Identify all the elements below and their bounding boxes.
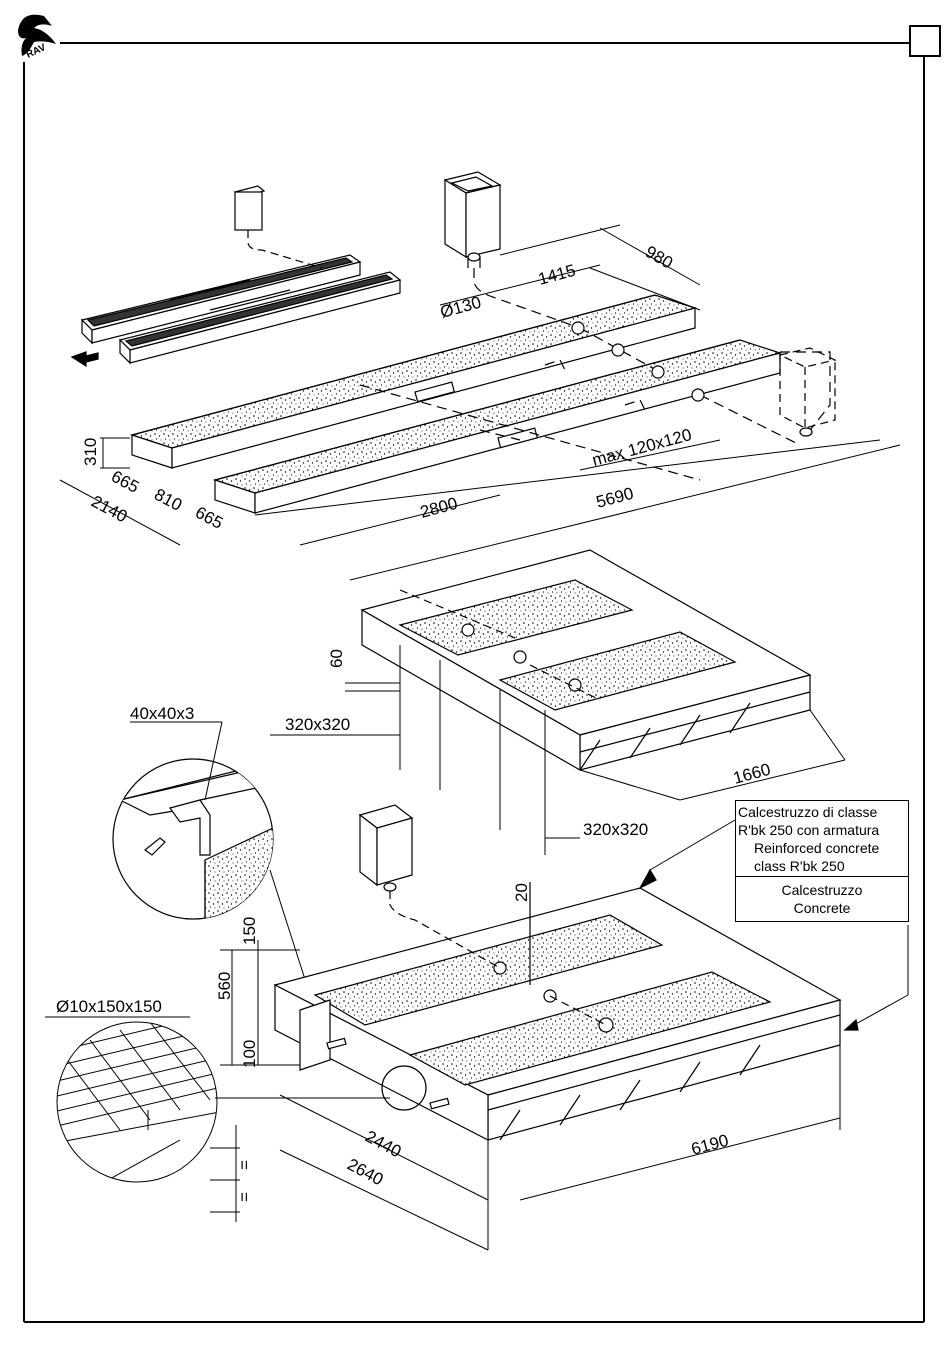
control-cabinet — [445, 172, 500, 268]
dim-665-left: 665 — [108, 467, 142, 497]
rav-logo: RAV — [18, 15, 56, 61]
legend-line-6: Concrete — [736, 899, 908, 917]
dim-150: 150 — [240, 917, 259, 945]
dim-diameter-130: Ø130 — [438, 293, 483, 322]
top-exploded-view — [60, 172, 900, 580]
runway-plates — [82, 255, 400, 363]
dim-5690: 5690 — [594, 484, 635, 512]
dim-60: 60 — [327, 649, 346, 668]
dim-320x320-b: 320x320 — [583, 820, 648, 839]
legend-line-4: class R'bk 250 — [738, 857, 908, 875]
dim-100: 100 — [240, 1040, 259, 1068]
dim-2440: 2440 — [362, 1127, 404, 1162]
dim-40x40x3: 40x40x3 — [130, 704, 194, 723]
junction-box-outline — [780, 348, 835, 428]
dim-mesh: Ø10x150x150 — [56, 997, 162, 1016]
legend-line-3: Reinforced concrete — [738, 839, 908, 857]
sheet-number-box — [909, 25, 941, 57]
material-legend: Calcestruzzo di classe R'bk 250 con arma… — [735, 800, 909, 922]
dim-320x320-a: 320x320 — [285, 715, 350, 734]
dim-2140: 2140 — [88, 492, 130, 527]
direction-arrow — [72, 352, 98, 366]
dim-560: 560 — [215, 972, 234, 1000]
dim-20: 20 — [512, 883, 531, 902]
dim-310: 310 — [81, 438, 100, 466]
legend-line-1: Calcestruzzo di classe — [738, 803, 908, 821]
equal-mark-1: = — [235, 1160, 254, 1170]
legend-line-2: R'bk 250 con armatura — [738, 821, 908, 839]
legend-plain: Calcestruzzo Concrete — [736, 877, 908, 917]
detail-angle-iron — [113, 722, 321, 1010]
dim-2800: 2800 — [418, 494, 459, 522]
dimension-lines-top — [60, 225, 900, 580]
dim-1660: 1660 — [731, 760, 772, 788]
control-box-small — [235, 186, 322, 268]
legend-line-5: Calcestruzzo — [736, 881, 908, 899]
equal-mark-2: = — [235, 1192, 254, 1202]
legend-reinforced: Calcestruzzo di classe R'bk 250 con arma… — [736, 801, 908, 877]
dim-1415: 1415 — [536, 261, 577, 289]
dim-6190: 6190 — [689, 1131, 730, 1159]
dim-810: 810 — [151, 485, 185, 515]
dim-665-right: 665 — [192, 503, 226, 533]
